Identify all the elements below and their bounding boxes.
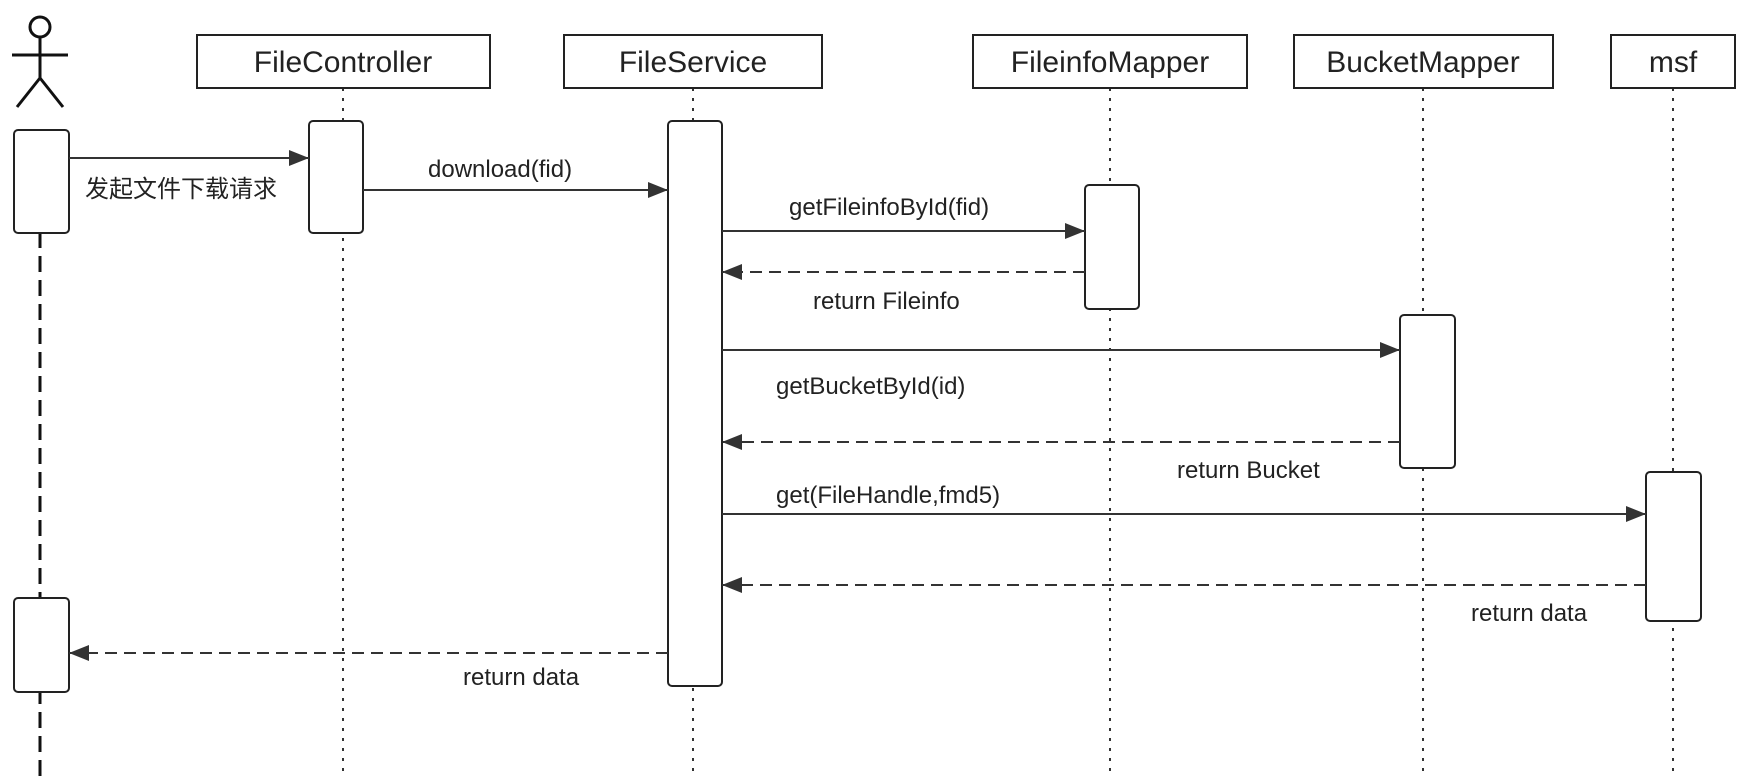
message-label: return data: [1471, 600, 1588, 627]
service-activation: [667, 120, 723, 687]
participant-msf: msf: [1610, 34, 1736, 89]
participant-label: FileinfoMapper: [1011, 46, 1209, 79]
message-label: get(FileHandle,fmd5): [776, 482, 1000, 509]
controller-activation: [308, 120, 364, 234]
bucket-mapper-activation: [1399, 314, 1456, 469]
fileinfo-mapper-activation: [1084, 184, 1140, 310]
message-return-data-msf: return data: [722, 577, 1646, 627]
message-label: return Fileinfo: [813, 288, 960, 315]
participant-label: msf: [1649, 46, 1698, 79]
message-get-fileinfo-by-id: getFileinfoById(fid): [722, 194, 1085, 239]
participant-file-service: FileService: [563, 34, 823, 89]
actor-icon: [12, 15, 68, 108]
participant-label: FileController: [254, 46, 432, 79]
message-return-bucket: return Bucket: [722, 434, 1400, 484]
message-label: getBucketById(id): [776, 373, 965, 400]
msf-activation: [1645, 471, 1702, 622]
message-return-fileinfo: return Fileinfo: [722, 264, 1085, 315]
message-label: getFileinfoById(fid): [789, 194, 989, 221]
message-get-bucket-by-id: getBucketById(id): [722, 342, 1400, 400]
message-request-download: 发起文件下载请求: [69, 150, 309, 203]
message-label: 发起文件下载请求: [85, 176, 277, 203]
participant-file-controller: FileController: [196, 34, 491, 89]
message-download: download(fid): [363, 156, 668, 198]
message-label: download(fid): [428, 156, 572, 183]
message-label: return Bucket: [1177, 457, 1320, 484]
participant-fileinfo-mapper: FileinfoMapper: [972, 34, 1248, 89]
participant-label: BucketMapper: [1326, 46, 1519, 79]
message-get-file-handle: get(FileHandle,fmd5): [722, 482, 1646, 522]
participant-bucket-mapper: BucketMapper: [1293, 34, 1554, 89]
message-return-data-actor: return data: [69, 645, 668, 691]
participant-label: FileService: [619, 46, 767, 79]
actor-activation: [13, 129, 70, 234]
message-label: return data: [463, 664, 580, 691]
actor-activation: [13, 597, 70, 693]
